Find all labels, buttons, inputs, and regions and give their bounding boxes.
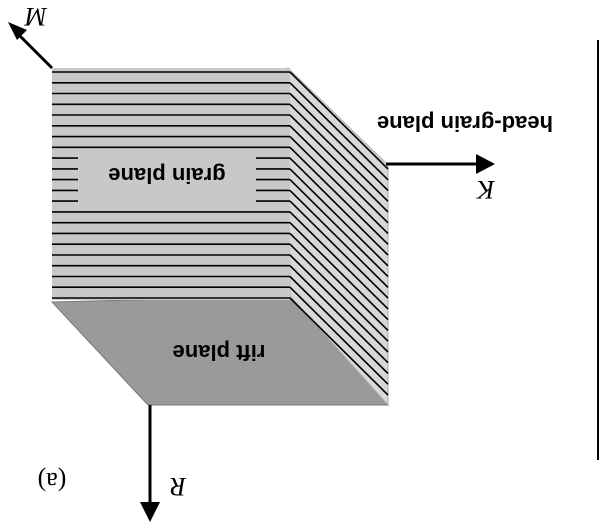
- side-grain-line: [289, 275, 389, 375]
- side-grain-line: [289, 297, 389, 396]
- side-grain-line: [289, 232, 389, 331]
- side-grain-line: [289, 286, 389, 385]
- side-grain-line: [289, 92, 389, 192]
- side-grain-line: [289, 211, 389, 310]
- side-grain-line: [289, 265, 389, 364]
- side-grain-line: [289, 146, 389, 245]
- panel-label: (a): [38, 467, 67, 496]
- k-axis-label: K: [476, 175, 496, 204]
- side-grain-line: [289, 136, 389, 235]
- side-face-grain-lines: [289, 71, 389, 396]
- side-grain-line: [289, 243, 389, 342]
- head-grain-plane-label: head-grain plane: [377, 111, 553, 136]
- side-grain-line: [289, 125, 389, 224]
- grain-plane-label: grain plane: [108, 163, 225, 188]
- side-grain-line: [289, 200, 389, 299]
- side-grain-line: [289, 168, 389, 267]
- side-grain-line: [289, 103, 389, 202]
- side-grain-line: [289, 157, 389, 256]
- side-grain-line: [289, 254, 389, 353]
- side-grain-line: [289, 114, 389, 213]
- k-axis-arrowhead: [476, 154, 495, 174]
- m-axis-label: M: [24, 2, 48, 31]
- m-axis-arrowhead: [8, 22, 27, 40]
- r-axis-label: R: [170, 472, 187, 501]
- side-grain-line: [289, 71, 389, 170]
- r-axis-arrowhead: [140, 502, 160, 522]
- side-grain-line: [289, 82, 389, 181]
- side-grain-line: [289, 189, 389, 288]
- grain-plane-label-box: [78, 150, 256, 202]
- m-axis-line: [14, 30, 54, 70]
- rift-plane-label: rift plane: [173, 340, 266, 365]
- side-grain-line: [289, 179, 389, 278]
- side-grain-line: [289, 222, 389, 321]
